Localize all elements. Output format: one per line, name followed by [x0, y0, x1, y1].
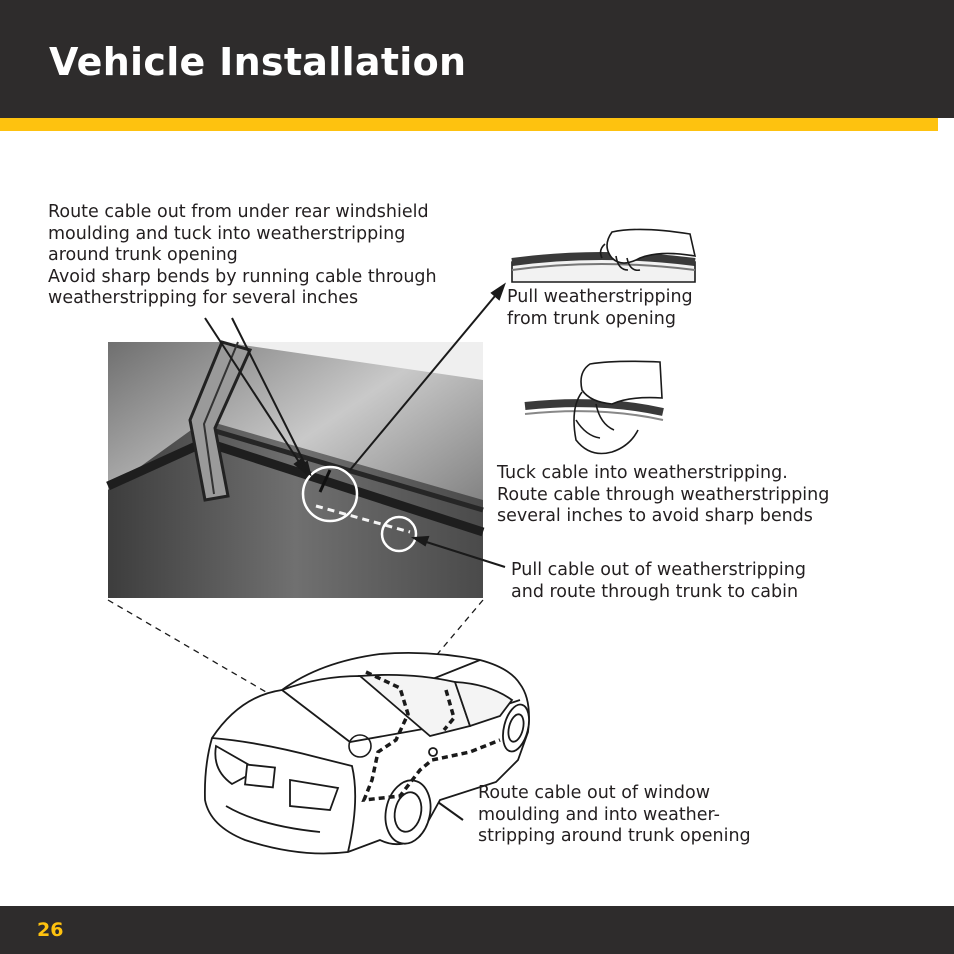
accent-bar [0, 118, 938, 131]
callout-pull-weatherstripping: Pull weatherstripping from trunk opening [507, 287, 693, 329]
page-footer: 26 [0, 906, 954, 954]
callout-route-under-windshield: Route cable out from under rear windshie… [48, 202, 437, 309]
leader-arrows [204, 282, 506, 821]
closeup-circle-lower [380, 515, 418, 553]
closeup-circle-upper [301, 465, 359, 523]
callout-route-to-cabin: Pull cable out of weatherstripping and r… [511, 560, 806, 602]
hand-pulling-weatherstripping [511, 228, 697, 283]
car-detail-circle [348, 734, 372, 758]
page-number: 26 [37, 919, 64, 941]
callout-tuck-cable: Tuck cable into weatherstripping. Route … [497, 463, 830, 527]
hand-tucking-cable [524, 360, 664, 455]
trunk-closeup [106, 340, 485, 598]
sedan-rear-view [203, 651, 530, 855]
callout-route-window-moulding: Route cable out of window moulding and i… [478, 783, 751, 847]
page-title: Vehicle Installation [49, 40, 467, 84]
page-header: Vehicle Installation [0, 0, 954, 118]
